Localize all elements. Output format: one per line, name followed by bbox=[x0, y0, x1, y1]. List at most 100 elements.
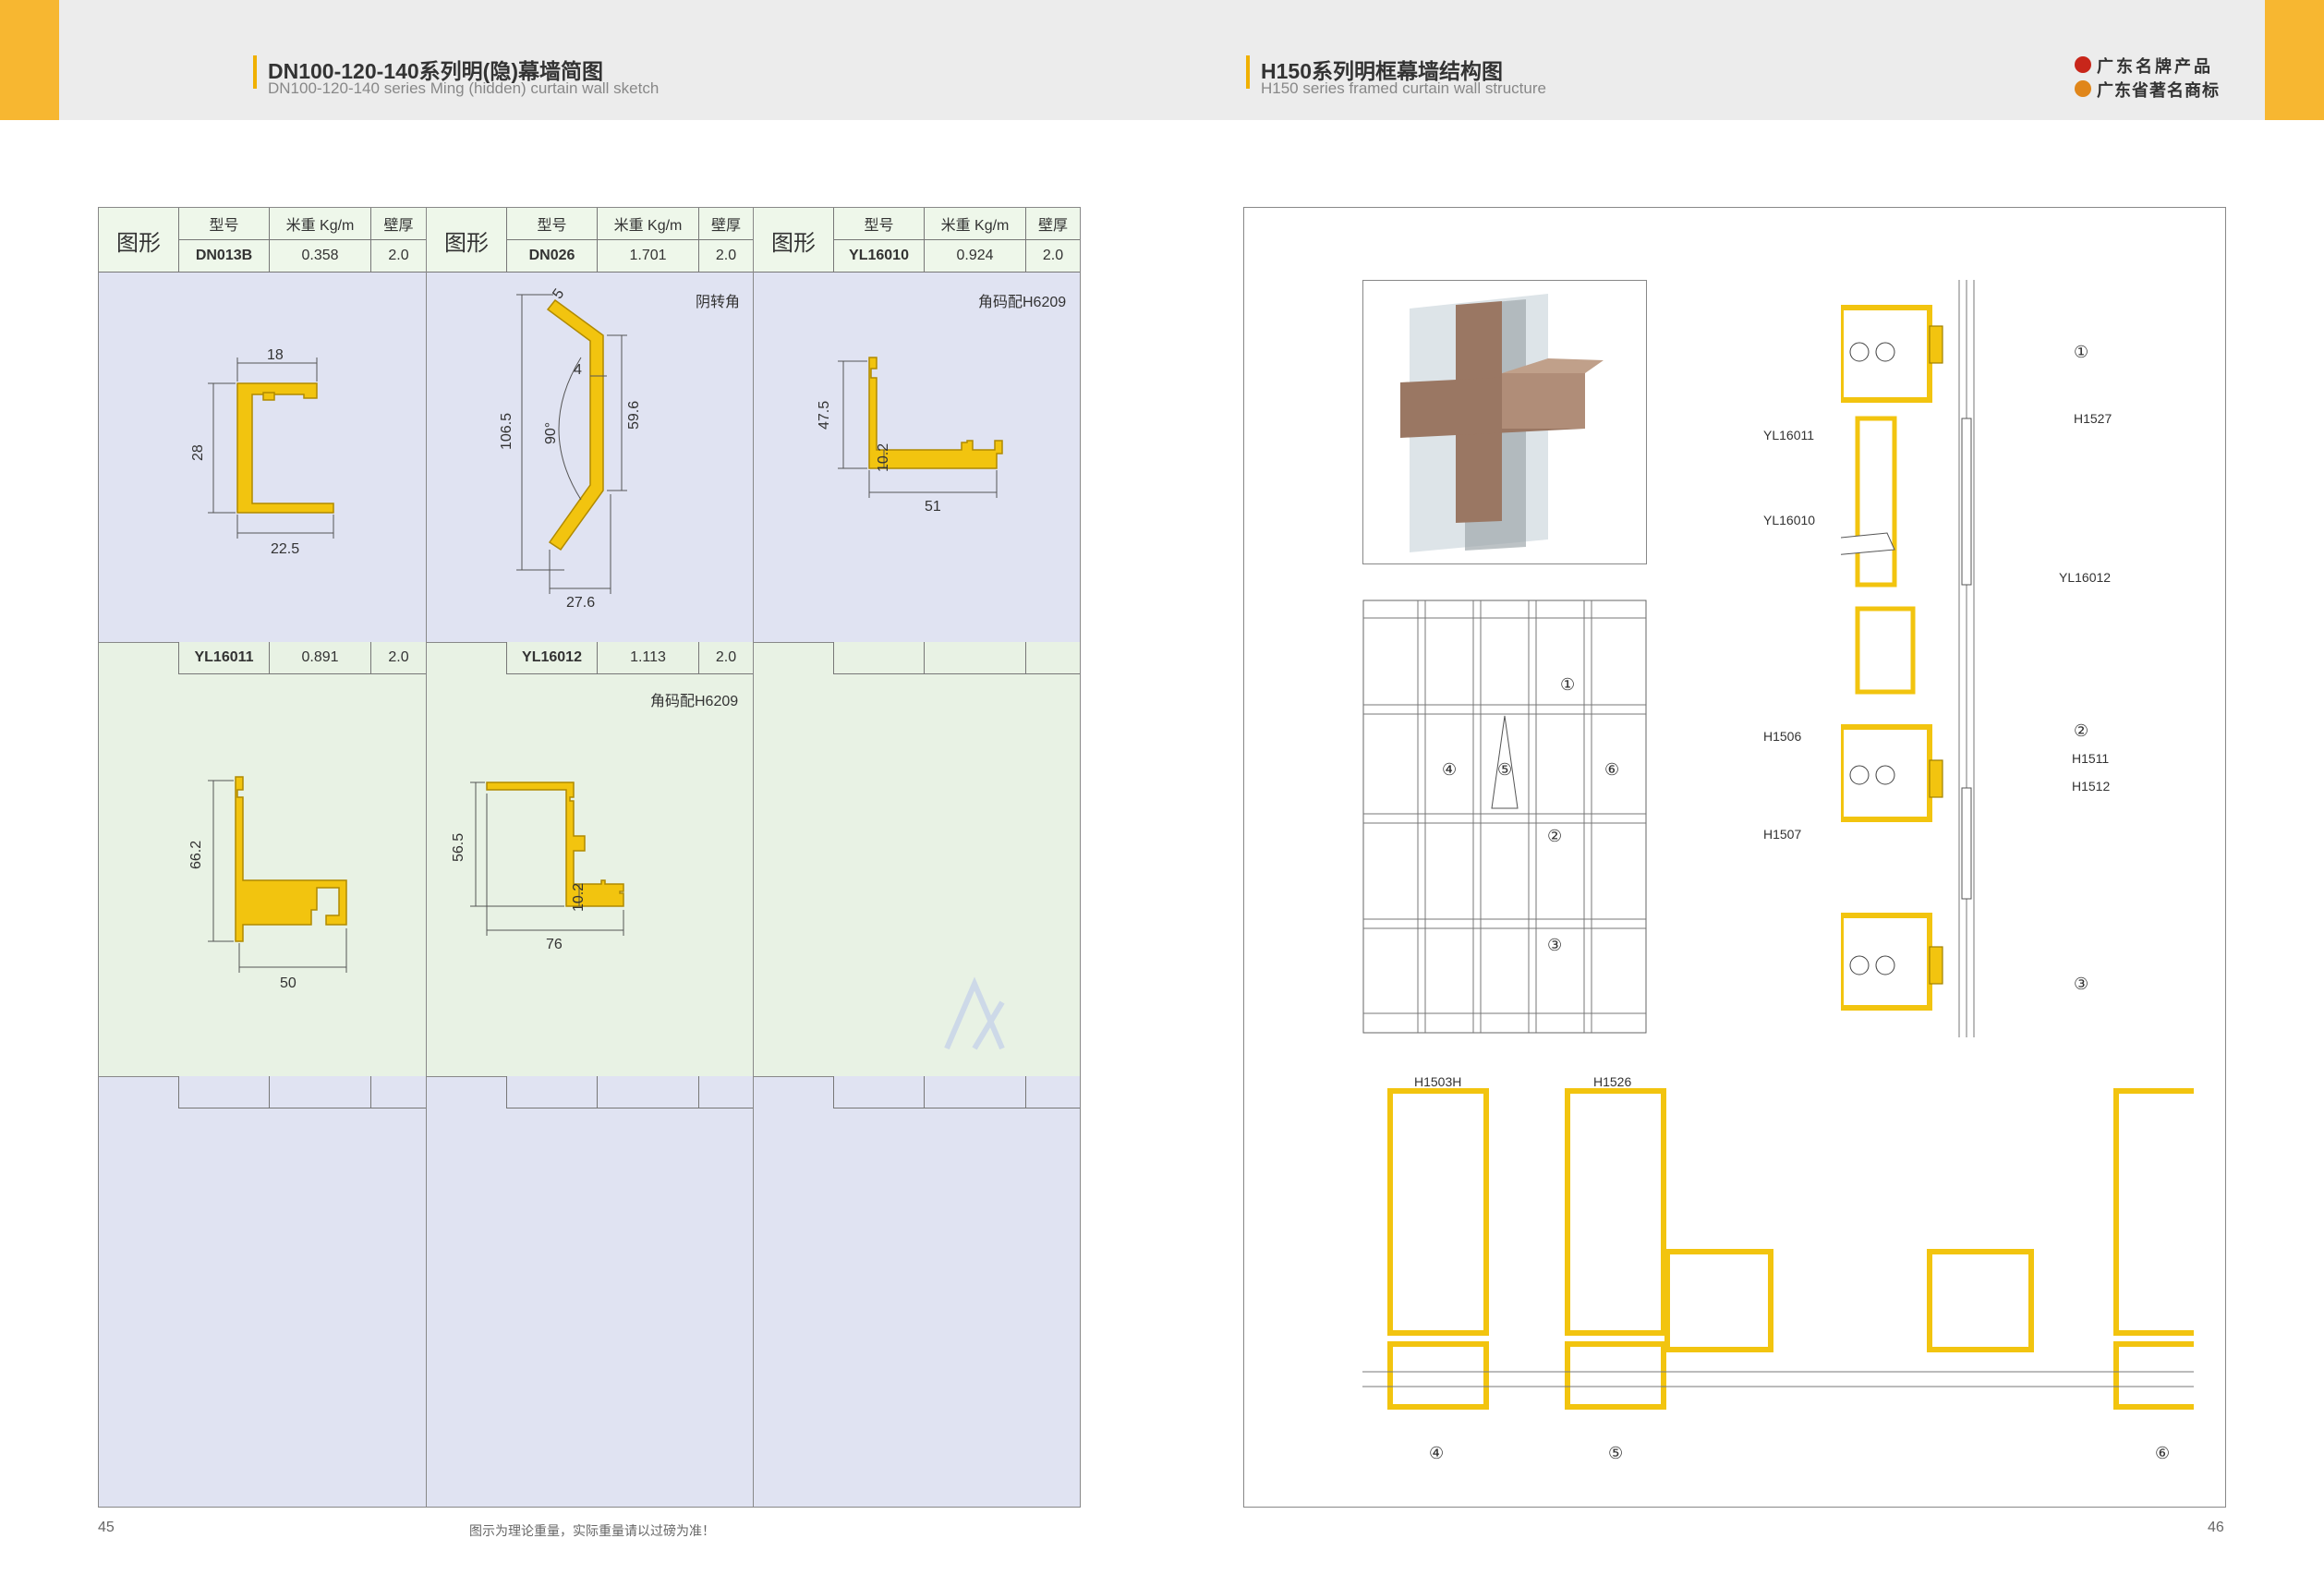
weight-value-dn013b: 0.358 bbox=[269, 240, 370, 273]
row2-band bbox=[99, 642, 1080, 1076]
marker-plan-4: ④ bbox=[1429, 1444, 1445, 1462]
row3-weight-empty-1 bbox=[269, 1076, 370, 1108]
marker-plan-5: ⑤ bbox=[1608, 1444, 1624, 1462]
marker-section-1: ① bbox=[2074, 343, 2089, 361]
watermark-logo-icon bbox=[944, 976, 1005, 1050]
weight-value-yl16010: 0.924 bbox=[924, 240, 1025, 273]
dim-dn026-bottom: 27.6 bbox=[566, 595, 595, 611]
model-col-header-2: 型号 bbox=[506, 208, 597, 240]
row3-weight-empty-2 bbox=[597, 1076, 698, 1108]
wall-value-dn026: 2.0 bbox=[698, 240, 753, 273]
weight-value-dn026: 1.701 bbox=[597, 240, 698, 273]
label-yl16011: YL16011 bbox=[1763, 428, 1815, 442]
weight-value-yl16011: 0.891 bbox=[269, 642, 370, 674]
dim-dn026-b: 4 bbox=[574, 362, 582, 378]
left-page-subtitle: DN100-120-140 series Ming (hidden) curta… bbox=[268, 79, 660, 97]
profile-table: 图形 型号 米重 Kg/m 壁厚 DN013B 0.358 2.0 图形 型号 … bbox=[98, 207, 1081, 1508]
weight-value-yl16012: 1.113 bbox=[597, 642, 698, 674]
dim-yl16011-height: 66.2 bbox=[188, 841, 204, 869]
marker-elev-3: ③ bbox=[1547, 936, 1563, 954]
marker-section-3: ③ bbox=[2074, 975, 2089, 993]
label-h1527: H1527 bbox=[2074, 411, 2112, 426]
model-col-header-3: 型号 bbox=[833, 208, 924, 240]
right-page-title: H150系列明框幕墙结构图 bbox=[1261, 59, 1503, 83]
dim-yl16010-width: 51 bbox=[925, 499, 941, 515]
profile-dn026-drawing: 5 4 106.5 90° 59.6 27.6 bbox=[499, 286, 642, 611]
wall-value-yl16010: 2.0 bbox=[1025, 240, 1080, 273]
label-h1526: H1526 bbox=[1593, 1074, 1632, 1089]
label-h1506: H1506 bbox=[1763, 729, 1802, 744]
note-yl16012: 角码配H6209 bbox=[650, 694, 739, 709]
dim-dn013b-bottom: 22.5 bbox=[271, 541, 299, 557]
figure-header-3: 图形 bbox=[771, 230, 816, 256]
profile-dn013b-drawing: 18 28 22.5 bbox=[190, 347, 334, 557]
row3-wall-empty-3 bbox=[1025, 1076, 1080, 1108]
brand-line-1: 广东名牌产品 bbox=[2097, 57, 2213, 76]
dim-dn026-height: 106.5 bbox=[499, 413, 514, 450]
dim-yl16010-inner: 10.2 bbox=[876, 443, 891, 472]
dim-yl16012-width: 76 bbox=[546, 937, 563, 952]
dim-yl16011-width: 50 bbox=[280, 975, 297, 991]
dim-yl16010-height: 47.5 bbox=[817, 401, 832, 430]
profile-yl16010-drawing: 47.5 10.2 51 bbox=[817, 357, 1003, 515]
dim-dn026-angle: 90° bbox=[543, 422, 559, 444]
horizontal-sections-drawing bbox=[1362, 1088, 2194, 1410]
brand-line-2: 广东省著名商标 bbox=[2097, 81, 2220, 100]
marker-elev-1: ① bbox=[1560, 675, 1576, 694]
weight-col-header-3: 米重 Kg/m bbox=[924, 208, 1025, 240]
figure-header-1: 图形 bbox=[116, 230, 161, 256]
wall-value-yl16011: 2.0 bbox=[370, 642, 426, 674]
accent-bar-left bbox=[0, 0, 59, 120]
structure-panel: ④ ⑤ ⑥ ① ② ③ ① ② ③ YL16011 YL16010 H1527 … bbox=[1243, 207, 2226, 1508]
col-sep-2 bbox=[753, 208, 754, 1507]
elevation-grid bbox=[1362, 600, 1647, 1034]
row3-weight-empty-3 bbox=[924, 1076, 1025, 1108]
title-marker-right bbox=[1246, 55, 1250, 89]
label-h1511: H1511 bbox=[2072, 751, 2110, 766]
row3-model-empty-3 bbox=[833, 1076, 924, 1108]
profile-yl16012-drawing: 56.5 10.2 76 bbox=[451, 781, 624, 952]
wall-col-header-3: 壁厚 bbox=[1025, 208, 1080, 240]
label-h1503h: H1503H bbox=[1414, 1074, 1462, 1089]
model-value-yl16011: YL16011 bbox=[178, 642, 269, 674]
marker-section-2: ② bbox=[2074, 721, 2089, 740]
marker-elev-2: ② bbox=[1547, 827, 1563, 845]
model-value-yl16012: YL16012 bbox=[506, 642, 597, 674]
vertical-section-drawing bbox=[1841, 280, 1975, 1037]
dim-dn026-right: 59.6 bbox=[626, 401, 642, 430]
model-empty-3 bbox=[833, 642, 924, 674]
weight-col-header-1: 米重 Kg/m bbox=[269, 208, 370, 240]
col-sep-1 bbox=[426, 208, 427, 1507]
marker-plan-6: ⑥ bbox=[2155, 1444, 2171, 1462]
model-value-yl16010: YL16010 bbox=[833, 240, 924, 273]
row3-model-empty-2 bbox=[506, 1076, 597, 1108]
title-marker-left bbox=[253, 55, 257, 89]
wall-col-header-1: 壁厚 bbox=[370, 208, 426, 240]
label-h1512: H1512 bbox=[2072, 779, 2111, 794]
wall-col-header-2: 壁厚 bbox=[698, 208, 753, 240]
wall-value-yl16012: 2.0 bbox=[698, 642, 753, 674]
profile-yl16011-drawing: 66.2 50 bbox=[188, 776, 347, 991]
model-col-header-1: 型号 bbox=[178, 208, 269, 240]
curtain-wall-render bbox=[1400, 294, 1604, 552]
left-page-title: DN100-120-140系列明(隐)幕墙简图 bbox=[268, 59, 603, 83]
weight-empty-3 bbox=[924, 642, 1025, 674]
right-page-subtitle: H150 series framed curtain wall structur… bbox=[1261, 79, 1546, 97]
page-number-right: 46 bbox=[2208, 1520, 2224, 1535]
label-yl16010: YL16010 bbox=[1763, 513, 1816, 527]
trademark-badge-icon bbox=[2075, 80, 2091, 97]
marker-elev-5: ⑤ bbox=[1497, 760, 1513, 779]
label-yl16012: YL16012 bbox=[2059, 570, 2112, 585]
note-yl16010: 角码配H6209 bbox=[978, 295, 1067, 310]
brand-badge-icon bbox=[2075, 56, 2091, 73]
row3-band bbox=[99, 1076, 1080, 1507]
marker-elev-6: ⑥ bbox=[1604, 760, 1620, 779]
dim-yl16012-height: 56.5 bbox=[451, 833, 466, 862]
dim-yl16012-inner: 10.2 bbox=[571, 883, 587, 912]
note-dn026: 阴转角 bbox=[696, 295, 741, 310]
accent-bar-right bbox=[2265, 0, 2324, 120]
marker-elev-4: ④ bbox=[1442, 760, 1458, 779]
row3-model-empty-1 bbox=[178, 1076, 269, 1108]
row3-wall-empty-2 bbox=[698, 1076, 753, 1108]
wall-empty-3 bbox=[1025, 642, 1080, 674]
